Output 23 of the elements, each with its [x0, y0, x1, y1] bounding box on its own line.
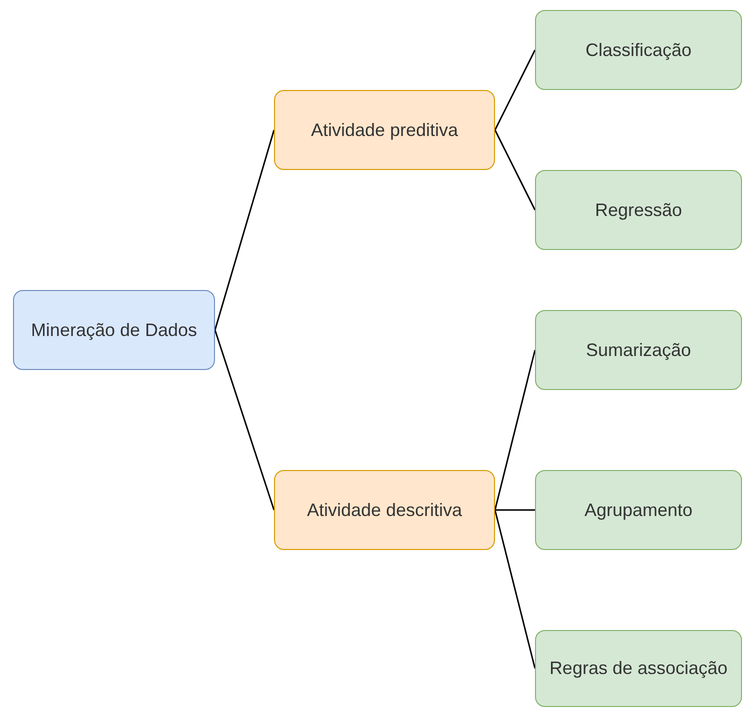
node-label: Mineração de Dados [30, 318, 198, 342]
task-box [535, 170, 742, 250]
root-box [13, 290, 215, 370]
node-label: Atividade preditiva [310, 118, 460, 142]
node-label: Agrupamento [583, 498, 694, 522]
node-label: Sumarização [584, 338, 692, 362]
task-box [535, 310, 742, 390]
node-label: Classificação [584, 38, 693, 62]
connector-line [495, 509, 535, 511]
task-box [535, 630, 742, 707]
node-label: Regressão [594, 198, 684, 222]
connector-line [494, 130, 536, 210]
task-box [535, 10, 742, 90]
connector-line [214, 130, 275, 330]
task-box [535, 470, 742, 550]
connector-line [494, 510, 536, 669]
connector-line [494, 50, 536, 130]
category-box [274, 470, 495, 550]
connector-line [494, 350, 536, 510]
node-label: Regras de associação [548, 657, 729, 680]
connector-line [214, 330, 275, 510]
node-label: Atividade descritiva [306, 498, 464, 522]
category-box [274, 90, 495, 170]
